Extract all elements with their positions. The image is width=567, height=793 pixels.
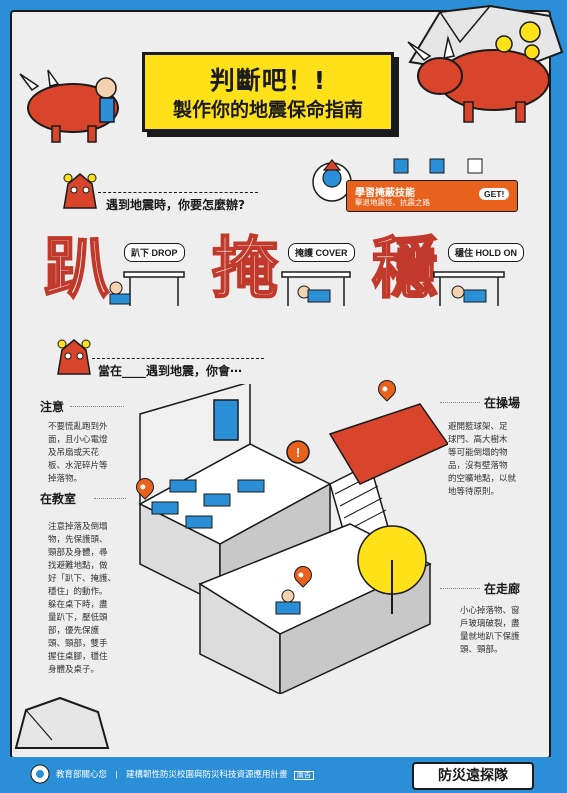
playground-divider bbox=[440, 402, 480, 403]
monster-mascot-icon bbox=[63, 173, 97, 209]
monster-mascot-icon-2 bbox=[57, 339, 91, 375]
drop-desk-illustration bbox=[109, 271, 185, 306]
question-2-underline bbox=[92, 358, 264, 359]
hold-on-desk-illustration bbox=[433, 271, 505, 306]
footer-program: 建構韌性防災校園與防災科技資源應用計畫 bbox=[125, 769, 288, 779]
attention-heading: 注意 bbox=[40, 400, 65, 414]
action-char-cover: 掩 bbox=[211, 230, 279, 307]
classroom-divider bbox=[94, 498, 126, 499]
corridor-heading: 在走廊 bbox=[484, 582, 521, 596]
skill-card: 學習掩蔽技能 擊退地震怪、抗震之路 GET! bbox=[312, 156, 520, 214]
classroom-heading: 在教室 bbox=[40, 492, 77, 506]
footer-badge: 廣告 bbox=[293, 771, 314, 780]
action-char-hold-on: 穩 bbox=[371, 230, 439, 307]
title-banner: 判斷吧！! 製作你的地震保命指南 bbox=[142, 52, 394, 132]
corridor-text: 小心掉落物、窗 戶玻璃破裂，盡 量就地趴下保護 頭、頸部。 bbox=[460, 605, 520, 654]
attention-divider bbox=[70, 406, 124, 407]
action-label-hold-on: 穩住 HOLD ON bbox=[448, 243, 524, 262]
action-label-cover: 掩護 COVER bbox=[288, 243, 355, 262]
skill-title: 學習掩蔽技能 bbox=[355, 188, 415, 199]
playground-text: 避開籃球架、足 球門、高大樹木 等可能倒塌的物 品，沒有壁落物 的空曠地點，以就… bbox=[448, 421, 517, 496]
footer-org: 教育部關心您 bbox=[56, 769, 108, 779]
action-label-drop: 趴下 DROP bbox=[124, 243, 185, 262]
title-line-2: 製作你的地震保命指南 bbox=[172, 99, 363, 121]
question-1: 遇到地震時，你要怎麼辦? bbox=[106, 198, 245, 212]
footer-line: 教育部關心您 | 建構韌性防災校園與防災科技資源應用計畫 廣告 bbox=[56, 768, 314, 780]
svg-text:!: ! bbox=[296, 445, 300, 460]
skill-banner: 學習掩蔽技能 擊退地震怪、抗震之路 GET! bbox=[346, 180, 518, 212]
bull-left-illustration bbox=[19, 69, 119, 143]
footer-separator: | bbox=[115, 769, 118, 779]
playground-heading: 在操場 bbox=[484, 396, 521, 410]
question-1-underline bbox=[98, 192, 258, 193]
action-char-drop: 趴 bbox=[43, 230, 111, 307]
corridor-divider bbox=[440, 588, 480, 589]
bottom-left-rocks bbox=[14, 696, 110, 749]
skill-icons-row bbox=[393, 158, 483, 174]
attention-text: 不要慌亂跑到外 面，且小心電燈 及吊扇或天花 板、水泥碎片等 掉落物。 bbox=[48, 421, 108, 483]
ministry-logo-icon bbox=[30, 764, 50, 784]
get-button[interactable]: GET! bbox=[479, 188, 510, 200]
school-isometric-illustration: ! bbox=[138, 384, 448, 694]
bull-right-illustration bbox=[407, 35, 550, 123]
skill-subtitle: 擊退地震怪、抗震之路 bbox=[355, 198, 430, 207]
cover-desk-illustration bbox=[281, 271, 351, 306]
title-line-1: 判斷吧！! bbox=[209, 66, 327, 95]
brand-logo: 防災遠探隊 bbox=[412, 762, 534, 790]
classroom-text: 注意掉落及倒塌 物，先保護頭、 頸部及身體，尋 找避難地點，做 好「趴下、掩護、… bbox=[48, 521, 117, 674]
question-2: 當在____遇到地震，你會⋯ bbox=[98, 364, 243, 378]
